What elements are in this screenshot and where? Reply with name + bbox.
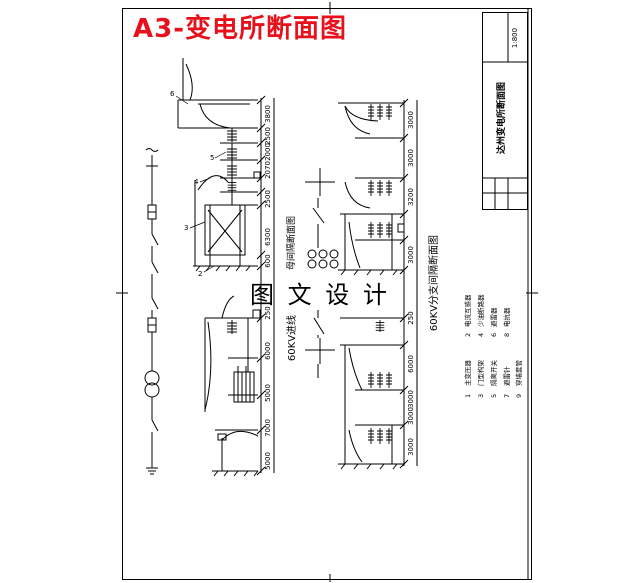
dimension-value: 3000 <box>407 407 415 425</box>
center-schematic-symbols <box>305 168 339 378</box>
dimension-value: 7000 <box>264 419 272 437</box>
dimension-value: 6000 <box>264 342 272 360</box>
dimension-value: 2500 <box>264 190 272 208</box>
disconnect-symbol <box>151 261 159 274</box>
legend-number: 1 <box>464 394 472 398</box>
insulator-string <box>227 180 237 192</box>
disconnect-symbol <box>151 233 159 246</box>
callout-number: 5 <box>210 154 214 162</box>
page-title: A3-变电所断面图 <box>133 13 347 44</box>
dimension-values-right: 3000 3000 3200 3000 250 6000 3000 3000 3… <box>407 111 415 456</box>
legend-number: 3 <box>477 394 485 398</box>
legend-number: 8 <box>503 333 511 337</box>
legend: 1 主变压器 3 门型构架 5 隔离开关 7 避雷针 9 穿墙套管 2 电流互感… <box>463 294 523 398</box>
gantry-frame <box>204 204 258 266</box>
drawing-scale: 1:800 <box>511 28 519 48</box>
legend-name: 主变压器 <box>463 360 472 387</box>
dimension-value: 2070 <box>264 161 272 179</box>
ground-line <box>338 269 404 276</box>
dimension-value: 6300 <box>264 228 272 246</box>
title-block: 达州变电所断面图 1:800 <box>482 12 528 210</box>
dimension-lines-right <box>399 98 418 469</box>
callout-number: 3 <box>184 224 188 232</box>
dimension-value: 3200 <box>407 188 415 206</box>
legend-name: 门型构架 <box>476 360 485 387</box>
legend-number: 5 <box>490 394 498 398</box>
insulator-string <box>226 320 238 334</box>
legend-name: 电流互感器 <box>463 294 472 327</box>
dimension-value: 250 <box>264 306 272 319</box>
disconnect-symbol <box>151 297 159 310</box>
callout-number: 2 <box>198 270 202 278</box>
legend-name: 隔离开关 <box>489 360 498 387</box>
main-transformer <box>233 366 255 403</box>
legend-name: 穿墙套管 <box>514 360 523 387</box>
legend-number: 7 <box>503 394 511 398</box>
dimension-value: 250 <box>407 311 415 324</box>
callout-number: 6 <box>170 90 175 98</box>
ground-line <box>212 470 259 477</box>
callout-number: 4 <box>194 178 199 186</box>
dimension-value: 2000 <box>264 143 272 161</box>
incoming-line-label: 60KV进线 <box>285 315 298 361</box>
insulator-string <box>226 146 238 160</box>
dimension-value: 5000 <box>264 452 272 470</box>
incoming-line-section <box>204 295 261 477</box>
insulator-string <box>367 222 393 238</box>
branch-bay-section-label: 60KV分支间隔断面图 <box>427 235 440 331</box>
drawing-name: 达州变电所断面图 <box>495 82 507 154</box>
legend-number: 2 <box>464 333 472 337</box>
legend-number: 9 <box>515 394 523 398</box>
dimension-value: 3000 <box>407 149 415 167</box>
dimension-value: 600 <box>264 254 272 267</box>
switch-symbol <box>312 207 325 224</box>
dimension-value: 3800 <box>264 105 272 123</box>
branch-bay-section <box>338 102 405 470</box>
callout-leaders <box>175 95 227 273</box>
dimension-value: 2500 <box>264 127 272 145</box>
dimension-value: 3000 <box>407 246 415 264</box>
watermark-text: 图 文 设 计 <box>250 281 390 309</box>
ground-line <box>193 265 258 272</box>
legend-name: 避雷器 <box>489 307 498 327</box>
insulator-string <box>367 180 393 196</box>
dimension-value: 3000 <box>407 111 415 129</box>
ground-line <box>338 463 404 470</box>
insulator-string <box>367 428 393 444</box>
dimension-values-left: 3800 2500 2000 2070 2500 6300 600 250 60… <box>264 105 272 470</box>
insulator-string <box>375 320 385 332</box>
bus-bay-section: 6 5 4 3 2 <box>170 58 261 278</box>
dimension-value: 3000 <box>407 438 415 456</box>
switch-symbol <box>313 317 325 335</box>
legend-name: 少油断路器 <box>476 294 485 327</box>
bus-bay-section-label: 母间隔断面图 <box>285 216 297 270</box>
insulator-string <box>226 128 238 142</box>
transformer-winding-symbol <box>144 370 160 386</box>
insulator-string <box>367 372 393 388</box>
dimension-value: 6000 <box>407 355 415 373</box>
insulator-string <box>226 163 238 177</box>
legend-name: 电抗器 <box>502 307 511 327</box>
single-line-schematic <box>144 148 160 475</box>
dimension-lines-left <box>256 95 275 476</box>
dimension-value: 5000 <box>264 384 272 402</box>
legend-number: 4 <box>477 333 485 337</box>
dimension-value: 3000 <box>407 390 415 408</box>
legend-number: 6 <box>490 333 498 337</box>
legend-name: 避雷针 <box>502 366 511 386</box>
insulator-string <box>367 104 393 120</box>
